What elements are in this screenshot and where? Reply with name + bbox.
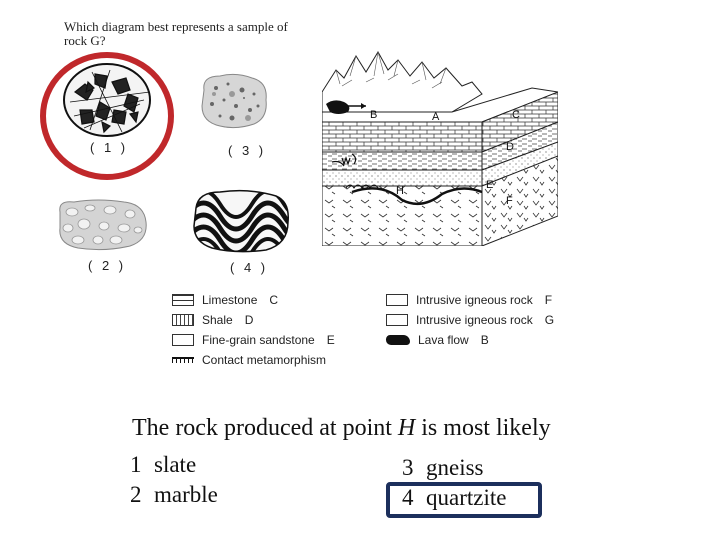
legend-label: Limestone xyxy=(202,293,257,307)
legend-label: Shale xyxy=(202,313,233,327)
legend-letter: D xyxy=(245,313,254,327)
igneous-g-swatch xyxy=(386,314,408,326)
label-H: H xyxy=(396,185,404,197)
label-F: F xyxy=(506,195,513,207)
question-line-1: Which diagram best represents a sample o… xyxy=(64,20,334,34)
answer-number: 1 xyxy=(130,452,154,478)
option-2-label: ( 2 ) xyxy=(88,258,126,273)
legend-item-sandstone: Fine-grain sandstone E xyxy=(172,330,335,350)
option-2-diagram xyxy=(54,196,150,252)
legend-letter: E xyxy=(327,333,335,347)
option-4-diagram xyxy=(190,186,294,256)
option-2[interactable] xyxy=(54,196,150,252)
label-D: D xyxy=(506,141,514,153)
legend-label: Fine-grain sandstone xyxy=(202,333,315,347)
legend-left: Limestone C Shale D Fine-grain sandstone… xyxy=(172,290,335,370)
option-1-label: ( 1 ) xyxy=(90,140,128,155)
label-C: C xyxy=(512,109,520,121)
option-1-diagram xyxy=(40,52,175,180)
legend-letter: C xyxy=(269,293,278,307)
question-suffix: is most likely xyxy=(421,415,550,441)
answer-text: gneiss xyxy=(426,455,484,480)
legend-letter: G xyxy=(545,313,554,327)
sandstone-swatch xyxy=(172,334,194,346)
option-3-label: ( 3 ) xyxy=(228,143,266,158)
answer-text: slate xyxy=(154,452,196,477)
lava-flow-swatch xyxy=(386,335,410,345)
legend-right: Intrusive igneous rock F Intrusive igneo… xyxy=(386,290,554,350)
answer-text: marble xyxy=(154,482,218,507)
legend-label: Intrusive igneous rock xyxy=(416,293,533,307)
legend-label: Intrusive igneous rock xyxy=(416,313,533,327)
igneous-f-swatch xyxy=(386,294,408,306)
label-A: A xyxy=(432,111,440,123)
legend-label: Lava flow xyxy=(418,333,469,347)
legend-item-contact-metamorphism: Contact metamorphism xyxy=(172,350,335,370)
legend-item-igneous-f: Intrusive igneous rock F xyxy=(386,290,554,310)
option-3-diagram xyxy=(196,70,271,132)
legend-item-lava-flow: Lava flow B xyxy=(386,330,554,350)
answer-number: 2 xyxy=(130,482,154,508)
option-3[interactable] xyxy=(196,70,271,132)
selected-answer-box xyxy=(386,482,542,518)
legend-item-shale: Shale D xyxy=(172,310,335,330)
contact-metamorphism-swatch xyxy=(172,357,194,363)
option-4-label: ( 4 ) xyxy=(230,260,268,275)
legend-item-limestone: Limestone C xyxy=(172,290,335,310)
limestone-swatch xyxy=(172,294,194,306)
point-label: H xyxy=(398,415,415,441)
legend-letter: F xyxy=(545,293,552,307)
bottom-question: The rock produced at point H is most lik… xyxy=(132,415,551,442)
label-B: B xyxy=(370,109,377,121)
block-diagram-svg: B A C D E F H xyxy=(322,42,558,246)
option-4[interactable] xyxy=(190,186,294,256)
legend-item-igneous-g: Intrusive igneous rock G xyxy=(386,310,554,330)
answer-number: 3 xyxy=(402,455,426,481)
geologic-block-diagram: B A C D E F H xyxy=(322,42,558,246)
label-E: E xyxy=(486,179,493,191)
legend-letter: B xyxy=(481,333,489,347)
question-text: Which diagram best represents a sample o… xyxy=(64,20,334,48)
option-1[interactable] xyxy=(40,52,175,180)
shale-swatch xyxy=(172,314,194,326)
question-line-2: rock G? xyxy=(64,34,334,48)
question-prefix: The rock produced at point xyxy=(132,415,392,441)
legend-label: Contact metamorphism xyxy=(202,353,326,367)
